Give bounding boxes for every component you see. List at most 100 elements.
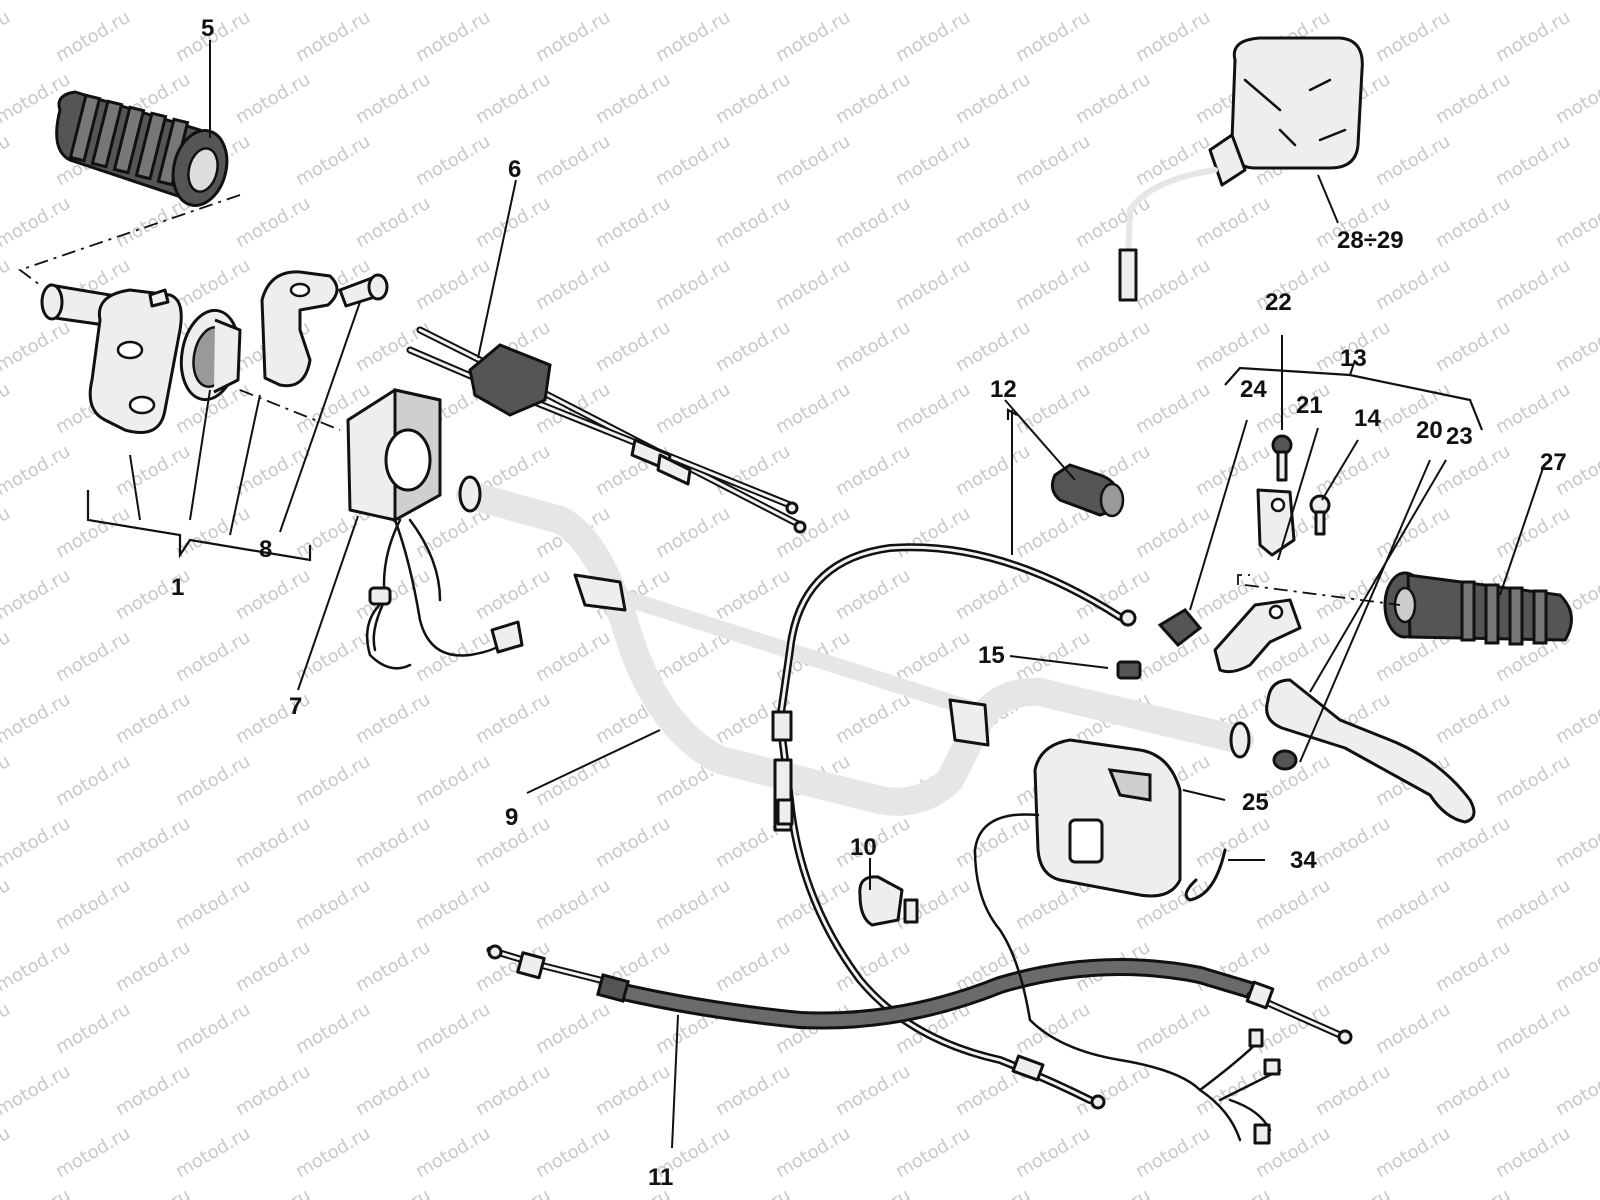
watermark-text: motod.ru [1132,999,1214,1058]
callout-1: 1 [171,574,184,601]
watermark-text: motod.ru [832,69,914,128]
watermark-text: motod.ru [112,1061,194,1120]
watermark-text: motod.ru [1312,1061,1394,1120]
watermark-text: motod.ru [352,69,434,128]
watermark-text: motod.ru [412,751,494,810]
watermark-text: motod.ru [0,751,14,810]
watermark-text: motod.ru [412,875,494,934]
watermark-text: motod.ru [232,0,314,4]
watermark-text: motod.ru [532,255,614,314]
watermark-text: motod.ru [532,875,614,934]
watermark-text: motod.ru [472,0,554,4]
watermark-text: motod.ru [532,7,614,66]
watermark-text: motod.ru [1192,317,1274,376]
watermark-text: motod.ru [832,937,914,996]
watermark-text: motod.ru [832,0,914,4]
watermark-text: motod.ru [1492,503,1574,562]
callout-20: 20 [1416,417,1443,444]
watermark-text: motod.ru [1552,69,1600,128]
callout-7: 7 [289,693,302,720]
watermark-text: motod.ru [892,627,974,686]
callout-24: 24 [1240,376,1267,403]
watermark-text: motod.ru [1012,7,1094,66]
watermark-text: motod.ru [772,379,854,438]
watermark-text: motod.ru [1372,875,1454,934]
watermark-text: motod.ru [52,875,134,934]
watermark-text: motod.ru [892,7,974,66]
watermark-text: motod.ru [952,441,1034,500]
watermark-text: motod.ru [0,627,14,686]
watermark-text: motod.ru [412,627,494,686]
watermark-text: motod.ru [232,1185,314,1200]
watermark-text: motod.ru [172,875,254,934]
circlip [1184,848,1227,902]
callout-8: 8 [259,536,272,563]
watermark-text: motod.ru [1432,0,1514,4]
watermark-text: motod.ru [292,875,374,934]
watermark-text: motod.ru [592,69,674,128]
watermark-text: motod.ru [412,999,494,1058]
watermark-text: motod.ru [112,813,194,872]
watermark-text: motod.ru [172,999,254,1058]
watermark-text: motod.ru [112,1185,194,1200]
watermark-text: motod.ru [112,441,194,500]
watermark-text: motod.ru [1072,317,1154,376]
watermark-text: motod.ru [1192,0,1274,4]
watermark-text: motod.ru [0,1123,14,1182]
watermark-text: motod.ru [1312,1185,1394,1200]
watermark-text: motod.ru [1312,0,1394,4]
callout-25: 25 [1242,789,1269,816]
watermark-text: motod.ru [832,565,914,624]
watermark-text: motod.ru [412,7,494,66]
callout-10: 10 [850,834,877,861]
watermark-text: motod.ru [772,1123,854,1182]
watermark-text: motod.ru [832,317,914,376]
watermark-text: motod.ru [1072,1061,1154,1120]
callout-27: 27 [1540,449,1567,476]
watermark-text: motod.ru [1492,1123,1574,1182]
watermark-text: motod.ru [892,255,974,314]
watermark-text: motod.ru [652,131,734,190]
callout-28-29: 28÷29 [1337,227,1404,254]
watermark-text: motod.ru [1432,193,1514,252]
watermark-text: motod.ru [172,627,254,686]
watermark-text: motod.ru [352,813,434,872]
alignment-lines [18,194,1401,606]
callout-21: 21 [1296,392,1323,419]
watermark-text: motod.ru [292,627,374,686]
watermark-text: motod.ru [532,131,614,190]
watermark-text: motod.ru [352,937,434,996]
callout-23: 23 [1446,423,1473,450]
watermark-text: motod.ru [712,565,794,624]
watermark-text: motod.ru [112,689,194,748]
watermark-text: motod.ru [52,7,134,66]
watermark-text: motod.ru [532,1123,614,1182]
watermark-text: motod.ru [712,317,794,376]
watermark-text: motod.ru [952,1185,1034,1200]
watermark-text: motod.ru [1192,193,1274,252]
watermark-text: motod.ru [652,875,734,934]
left-switch-housing [346,388,524,670]
watermark-text: motod.ru [1432,1061,1514,1120]
watermark-text: motod.ru [532,751,614,810]
watermark-text: motod.ru [1372,999,1454,1058]
watermark-text: motod.ru [0,689,74,748]
watermark-text: motod.ru [1072,1185,1154,1200]
watermark-text: motod.ru [172,751,254,810]
watermark-text: motod.ru [1492,751,1574,810]
watermark-text: motod.ru [712,69,794,128]
watermark-text: motod.ru [1492,875,1574,934]
watermark-text: motod.ru [1552,1061,1600,1120]
watermark-text: motod.ru [592,1061,674,1120]
watermark-text: motod.ru [0,7,14,66]
watermark-text: motod.ru [1432,937,1514,996]
watermark-text: motod.ru [0,937,74,996]
watermark-text: motod.ru [0,193,74,252]
watermark-text: motod.ru [412,131,494,190]
watermark-text: motod.ru [1192,813,1274,872]
watermark-text: motod.ru [952,317,1034,376]
callout-9: 9 [505,804,518,831]
watermark-text: motod.ru [892,131,974,190]
watermark-text: motod.ru [1012,503,1094,562]
callout-15: 15 [978,642,1005,669]
